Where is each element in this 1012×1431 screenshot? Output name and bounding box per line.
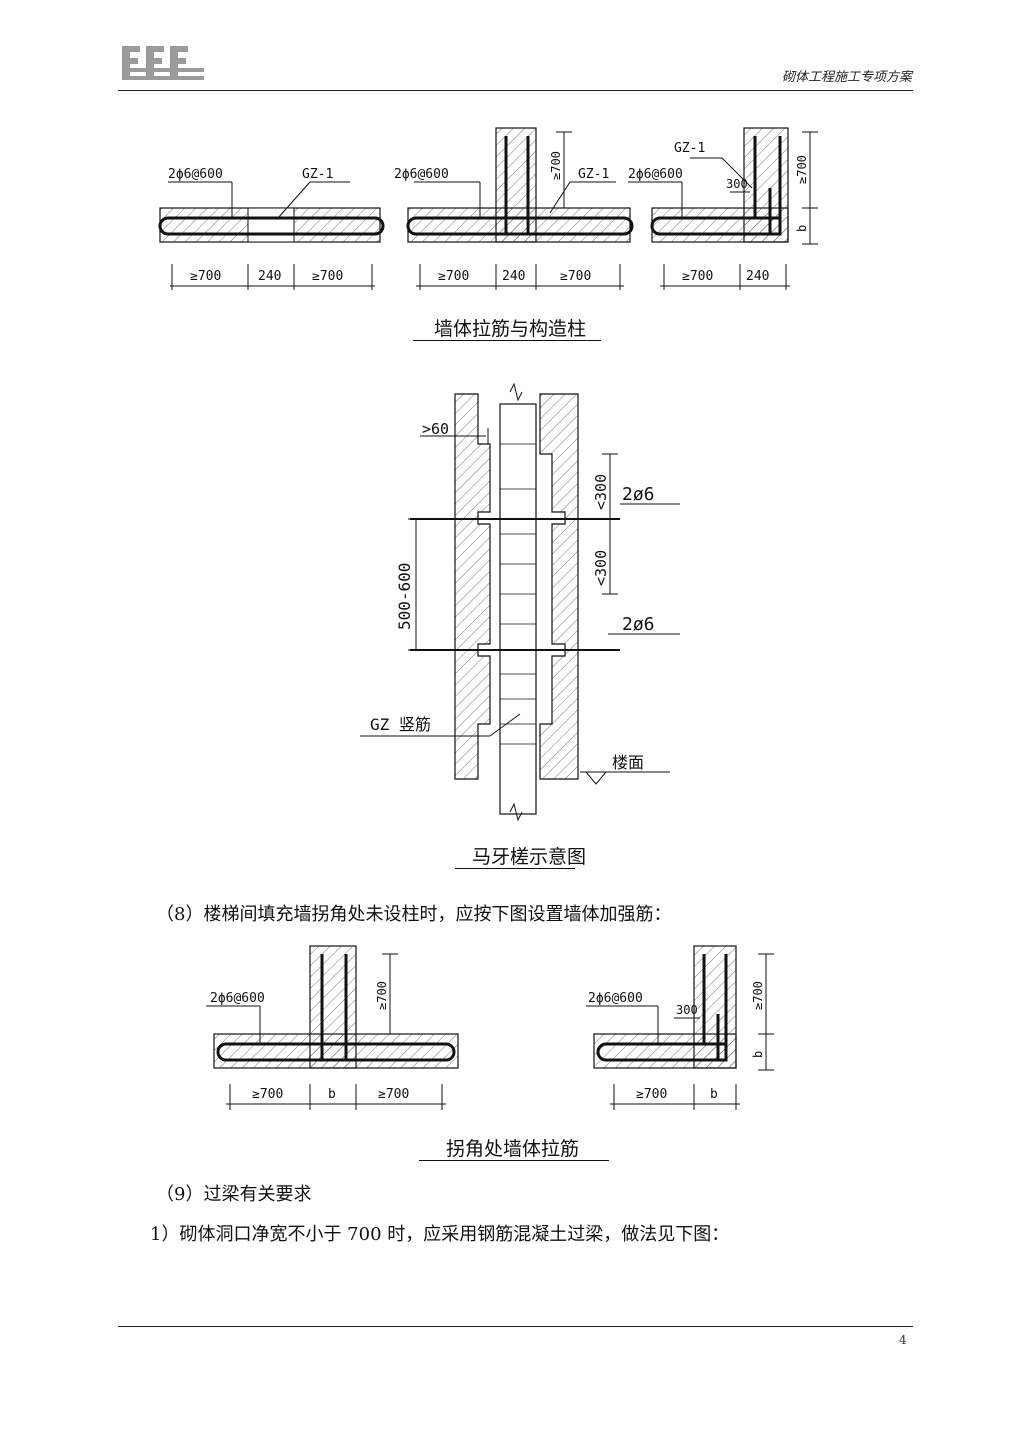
fig3-right-vdim2: b <box>751 1051 765 1058</box>
fig1-mid-gz-label: GZ-1 <box>578 167 609 182</box>
fig2-s2-label: <300 <box>592 550 610 586</box>
fig3-left-vdim: ≥700 <box>375 981 389 1010</box>
header-title: 砌体工程施工专项方案 <box>781 70 912 85</box>
fig1-mid-dim2: 240 <box>502 269 525 284</box>
fig1-right-diagram: 2ϕ6@600 GZ-1 300 ≥700 b ≥700 240 <box>628 127 818 290</box>
fig1-left-gz-label: GZ-1 <box>302 167 333 182</box>
figure1-caption: 墙体拉筋与构造柱 <box>434 318 587 340</box>
fig1-right-rebar-label: 2ϕ6@600 <box>628 167 683 182</box>
fig1-mid-vdim: ≥700 <box>549 151 563 180</box>
figure1-caption-underline <box>413 340 601 341</box>
company-logo <box>122 46 204 80</box>
paragraph-9-1: 1）砌体洞口净宽不小于 700 时，应采用钢筋混凝土过梁，做法见下图： <box>150 1224 730 1245</box>
fig1-left-diagram: 2ϕ6@600 GZ-1 ≥700 240 ≥700 <box>158 167 385 290</box>
fig3-right-dim2: b <box>710 1087 718 1102</box>
fig2-gz-label: GZ 竖筋 <box>370 715 431 734</box>
figure-corner-wall-ties: 2ϕ6@600 ≥700 ≥700 b ≥700 2ϕ6@600 300 ≥70… <box>206 945 774 1110</box>
fig1-mid-dim3: ≥700 <box>560 269 591 284</box>
fig2-bar2-label: 2ø6 <box>622 614 655 635</box>
fig1-right-gz-label: GZ-1 <box>674 141 705 156</box>
figure2-caption-underline <box>455 868 575 869</box>
fig3-left-dim2: b <box>328 1087 336 1102</box>
fig1-left-dim1: ≥700 <box>190 269 221 284</box>
fig1-right-dim2: 240 <box>746 269 769 284</box>
fig1-right-spacing: 300 <box>726 177 748 191</box>
page-number: 4 <box>899 1333 907 1347</box>
fig1-mid-rebar-label: 2ϕ6@600 <box>394 167 449 182</box>
fig2-floor-label: 楼面 <box>612 753 644 772</box>
figure3-caption: 拐角处墙体拉筋 <box>446 1138 580 1160</box>
header-rule <box>118 90 913 91</box>
fig1-right-vdim2: b <box>795 225 809 232</box>
fig3-left-dim1: ≥700 <box>252 1087 283 1102</box>
fig3-right-rebar-label: 2ϕ6@600 <box>588 991 643 1006</box>
fig2-offset-label: >60 <box>422 420 449 438</box>
fig1-left-dim3: ≥700 <box>312 269 343 284</box>
fig1-right-vdim1: ≥700 <box>795 155 809 184</box>
footer-rule <box>118 1326 913 1327</box>
fig2-bar1-label: 2ø6 <box>622 484 655 505</box>
fig1-mid-diagram: 2ϕ6@600 GZ-1 ≥700 ≥700 240 ≥700 <box>394 127 634 290</box>
fig2-s1-label: <300 <box>592 474 610 510</box>
fig1-left-dim2: 240 <box>258 269 281 284</box>
fig3-right-vdim1: ≥700 <box>751 981 765 1010</box>
fig1-mid-dim1: ≥700 <box>438 269 469 284</box>
fig3-right-diagram: 2ϕ6@600 300 ≥700 b ≥700 b <box>586 945 774 1110</box>
fig1-left-rebar-label: 2ϕ6@600 <box>168 167 223 182</box>
fig1-right-dim1: ≥700 <box>682 269 713 284</box>
fig3-left-diagram: 2ϕ6@600 ≥700 ≥700 b ≥700 <box>206 945 459 1110</box>
figure3-caption-underline <box>419 1160 609 1161</box>
fig3-left-dim3: ≥700 <box>378 1087 409 1102</box>
fig2-spacing-label: 500-600 <box>395 563 414 630</box>
figure-wall-ties-with-column: 2ϕ6@600 GZ-1 ≥700 240 ≥700 2ϕ6@600 GZ-1 … <box>158 127 818 290</box>
fig3-left-rebar-label: 2ϕ6@600 <box>210 991 265 1006</box>
figure2-caption: 马牙槎示意图 <box>472 846 587 868</box>
paragraph-9: （9）过梁有关要求 <box>156 1184 312 1205</box>
fig3-right-dim1: ≥700 <box>636 1087 667 1102</box>
paragraph-8: （8）楼梯间填充墙拐角处未设柱时，应按下图设置墙体加强筋： <box>156 904 672 925</box>
fig3-right-spacing: 300 <box>676 1003 698 1017</box>
figure-toothed-joint: >60 500-600 <300 <300 2ø6 2ø6 GZ 竖筋 楼面 <box>360 382 680 822</box>
